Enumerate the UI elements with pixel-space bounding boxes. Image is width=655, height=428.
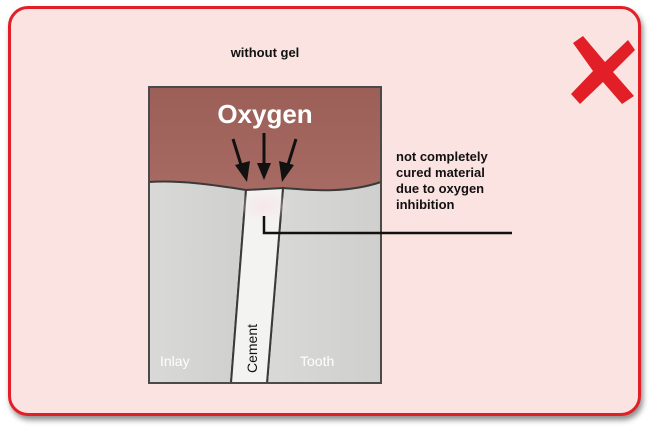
- inhibition-annotation: not completely cured material due to oxy…: [396, 149, 536, 213]
- annotation-line: due to oxygen: [396, 181, 536, 197]
- cement-label: Cement: [244, 324, 260, 373]
- oxygen-label: Oxygen: [217, 99, 312, 129]
- inlay-label: Inlay: [160, 353, 190, 369]
- annotation-line: inhibition: [396, 197, 536, 213]
- annotation-line: cured material: [396, 165, 536, 181]
- cross-mark-icon: [571, 36, 635, 104]
- tooth-label: Tooth: [300, 353, 334, 369]
- annotation-line: not completely: [396, 149, 536, 165]
